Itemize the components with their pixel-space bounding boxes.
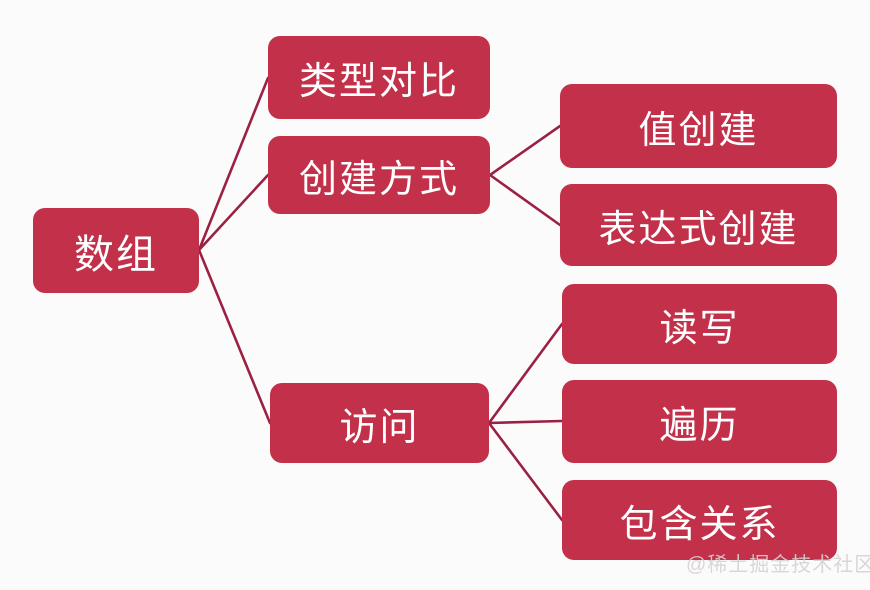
edge-access-to-read-write [487, 322, 564, 425]
node-array[interactable]: 数组 [33, 208, 199, 293]
node-read-write[interactable]: 读写 [562, 284, 837, 364]
node-value-creation-label: 值创建 [638, 109, 759, 152]
edge-root-to-type-comparison [197, 76, 270, 252]
node-type-comparison-label: 类型对比 [298, 61, 459, 103]
node-read-write-label: 读写 [659, 307, 740, 350]
node-access[interactable]: 访问 [270, 383, 489, 463]
node-access-label: 访问 [339, 406, 420, 449]
edge-root-to-access [197, 248, 272, 425]
node-traversal[interactable]: 遍历 [562, 380, 837, 463]
node-containment[interactable]: 包含关系 [562, 480, 837, 560]
edge-creation-method-to-value-creation [488, 124, 562, 177]
node-value-creation[interactable]: 值创建 [560, 84, 837, 168]
edge-access-to-traversal [487, 419, 564, 425]
node-creation-method-label: 创建方式 [298, 158, 459, 201]
watermark: @稀土掘金技术社区 [686, 554, 870, 576]
node-containment-label: 包含关系 [619, 503, 780, 546]
node-expression-creation-label: 表达式创建 [598, 208, 799, 251]
node-array-label: 数组 [74, 232, 158, 277]
edge-creation-method-to-expression-creation [488, 173, 562, 227]
node-creation-method[interactable]: 创建方式 [268, 136, 490, 214]
node-traversal-label: 遍历 [659, 405, 740, 447]
node-type-comparison[interactable]: 类型对比 [268, 36, 490, 119]
edge-access-to-containment [487, 421, 564, 522]
edge-root-to-creation-method [197, 173, 270, 252]
node-expression-creation[interactable]: 表达式创建 [560, 184, 837, 266]
